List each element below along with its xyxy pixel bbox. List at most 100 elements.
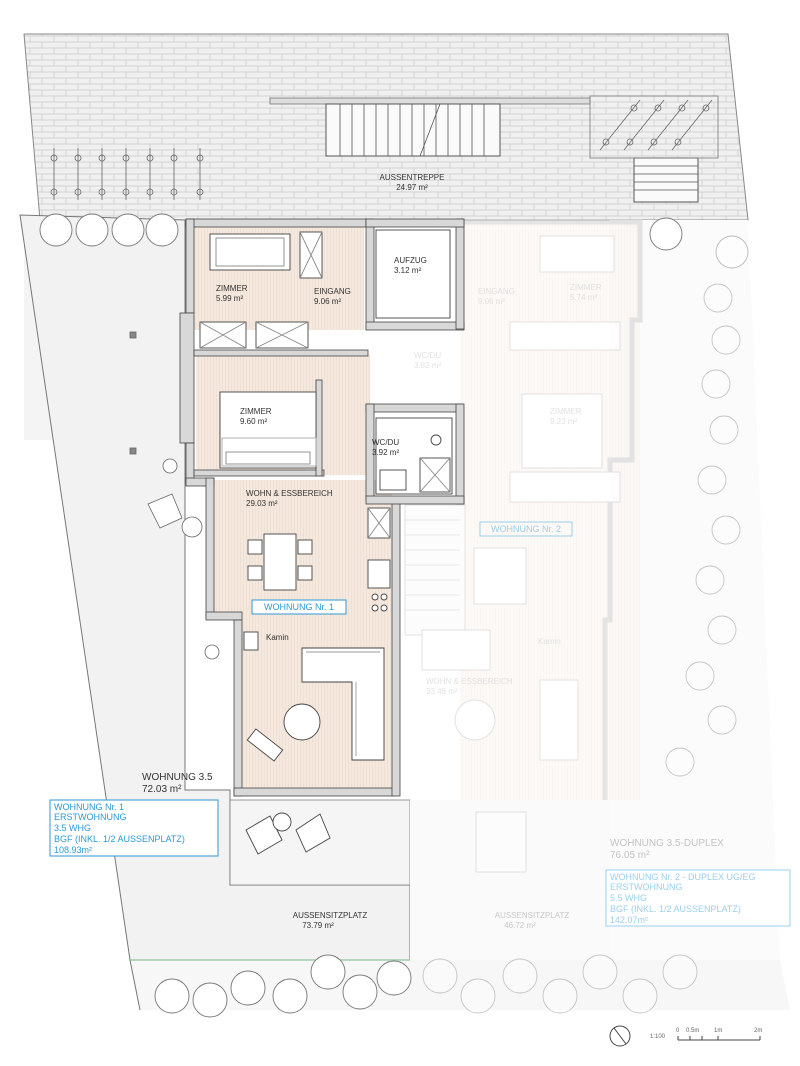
unit-1-summary: WOHNUNG 3.5 72.03 m² xyxy=(142,772,213,795)
u1-living-name: WOHN & ESSBEREICH xyxy=(246,489,333,498)
svg-text:3.5 WHG: 3.5 WHG xyxy=(54,823,91,833)
svg-text:108.93m²: 108.93m² xyxy=(54,845,92,855)
u1-living-area: 29.03 m² xyxy=(246,499,278,508)
unit-2-info-box: WOHNUNG Nr. 2 - DUPLEX UG/EG ERSTWOHNUNG… xyxy=(605,869,791,927)
svg-text:ERSTWOHNUNG: ERSTWOHNUNG xyxy=(54,812,127,822)
u1-summary-area: 72.03 m² xyxy=(142,784,182,795)
tree-icon xyxy=(707,615,737,645)
u1-lift-area: 3.12 m² xyxy=(394,266,421,275)
tree-icon xyxy=(707,705,737,735)
bicycle-icon xyxy=(671,99,713,151)
bicycle-icon xyxy=(74,148,82,200)
tree-icon xyxy=(665,747,695,777)
stairs-name: AUSSENTREPPE xyxy=(380,173,445,182)
tree-icon xyxy=(685,661,715,691)
tree-icon xyxy=(711,325,741,355)
tree-icon xyxy=(272,978,308,1014)
u2-room-big-area: 9.23 m² xyxy=(550,417,577,426)
tree-icon xyxy=(703,283,733,313)
unit-2-summary: WOHNUNG 3.5-DUPLEX 76.05 m² xyxy=(610,838,724,861)
bicycle-icon xyxy=(170,148,178,200)
tree-icon xyxy=(230,970,266,1006)
tree-icon xyxy=(695,565,725,595)
tree-icons xyxy=(39,213,749,1018)
bicycle-icon xyxy=(122,148,130,200)
garden-furniture xyxy=(129,331,220,660)
tree-icon xyxy=(310,954,346,990)
bicycle-icon xyxy=(50,148,58,200)
u1-summary-name: WOHNUNG 3.5 xyxy=(142,772,213,783)
u2-wc-name: WC/DU xyxy=(414,351,441,360)
u2-wc-area: 3.82 m² xyxy=(414,361,441,370)
tree-icon xyxy=(145,213,179,247)
svg-text:BGF (INKL. 1/2 AUSSENPLATZ): BGF (INKL. 1/2 AUSSENPLATZ) xyxy=(610,904,741,914)
u1-wc-area: 3.92 m² xyxy=(372,448,399,457)
tree-icon xyxy=(342,974,378,1010)
scale-bar: 0 0.5m 1m 2m xyxy=(676,1028,762,1041)
bicycle-icon xyxy=(647,99,689,151)
svg-text:0.5m: 0.5m xyxy=(686,1028,699,1034)
u1-wc-name: WC/DU xyxy=(372,438,399,447)
u2-fireplace: Kamin xyxy=(538,637,561,646)
tree-icon xyxy=(662,954,698,990)
outdoor-stairs: AUSSENTREPPE 24.97 m² xyxy=(269,97,699,203)
unit-2: EINGANG 9.06 m² ZIMMER 5.74 m² WC/DU 3.8… xyxy=(404,219,643,873)
tree-icon xyxy=(582,954,618,990)
svg-text:142.07m²: 142.07m² xyxy=(610,915,648,925)
unit-1-furniture xyxy=(199,229,453,762)
bicycle-icon xyxy=(98,148,106,200)
tree-icon xyxy=(376,960,412,996)
u2-living-area: 33.48 m² xyxy=(426,687,458,696)
u2-entry-area: 9.06 m² xyxy=(478,297,505,306)
patio-left-name: AUSSENSITZPLATZ xyxy=(293,911,368,920)
tree-icon xyxy=(715,235,749,269)
tree-icon xyxy=(75,213,109,247)
u1-lift-name: AUFZUG xyxy=(394,256,427,265)
tree-icon xyxy=(39,213,73,247)
patio-left-area: 73.79 m² xyxy=(302,921,334,930)
u1-fireplace: Kamin xyxy=(266,633,289,642)
patio-right-name: AUSSENSITZPLATZ xyxy=(495,911,570,920)
tree-icon xyxy=(111,213,145,247)
tree-icon xyxy=(192,982,228,1018)
svg-text:1m: 1m xyxy=(714,1028,722,1034)
unit-1-walls xyxy=(179,218,465,797)
bicycle-icons xyxy=(50,95,719,200)
u2-room-big-name: ZIMMER xyxy=(550,407,582,416)
unit-2-tag: WOHNUNG Nr. 2 xyxy=(479,521,573,537)
plan-legend: 1:100 0 0.5m 1m 2m xyxy=(609,1025,762,1047)
u2-living-name: WOHN & ESSBEREICH xyxy=(426,677,513,686)
tree-icon xyxy=(649,217,683,251)
u1-room-big-name: ZIMMER xyxy=(240,407,272,416)
bicycle-icon xyxy=(146,148,154,200)
tree-icon xyxy=(422,958,458,994)
svg-text:WOHNUNG Nr. 2 - DUPLEX UG/EG: WOHNUNG Nr. 2 - DUPLEX UG/EG xyxy=(610,872,756,882)
u1-entry-name: EINGANG xyxy=(314,287,351,296)
bicycle-icon xyxy=(599,99,641,151)
u2-room-small-name: ZIMMER xyxy=(570,283,602,292)
tree-icon xyxy=(697,465,727,495)
tree-icon xyxy=(622,978,658,1014)
u1-room-big-area: 9.60 m² xyxy=(240,417,267,426)
site-paving xyxy=(19,33,790,1011)
u2-entry-name: EINGANG xyxy=(478,287,515,296)
svg-text:5.5 WHG: 5.5 WHG xyxy=(610,893,647,903)
unit-1-info-box: WOHNUNG Nr. 1 ERSTWOHNUNG 3.5 WHG BGF (I… xyxy=(49,799,219,857)
tree-icon xyxy=(711,515,741,545)
u2-summary-area: 76.05 m² xyxy=(610,850,650,861)
svg-text:WOHNUNG Nr. 1: WOHNUNG Nr. 1 xyxy=(264,602,334,612)
u1-entry-area: 9.06 m² xyxy=(314,297,341,306)
u2-summary-name: WOHNUNG 3.5-DUPLEX xyxy=(610,838,724,849)
bicycle-icon xyxy=(623,99,665,151)
u2-room-small-area: 5.74 m² xyxy=(570,293,597,302)
scale-label: 1:100 xyxy=(650,1034,666,1040)
svg-text:ERSTWOHNUNG: ERSTWOHNUNG xyxy=(610,882,683,892)
tree-icon xyxy=(502,958,538,994)
patio-right-area: 46.72 m² xyxy=(504,921,536,930)
svg-text:0: 0 xyxy=(676,1028,680,1034)
u1-room-small-area: 5.99 m² xyxy=(216,294,243,303)
tree-icon xyxy=(542,978,578,1014)
tree-icon xyxy=(154,978,190,1014)
stairs-area: 24.97 m² xyxy=(396,183,428,192)
